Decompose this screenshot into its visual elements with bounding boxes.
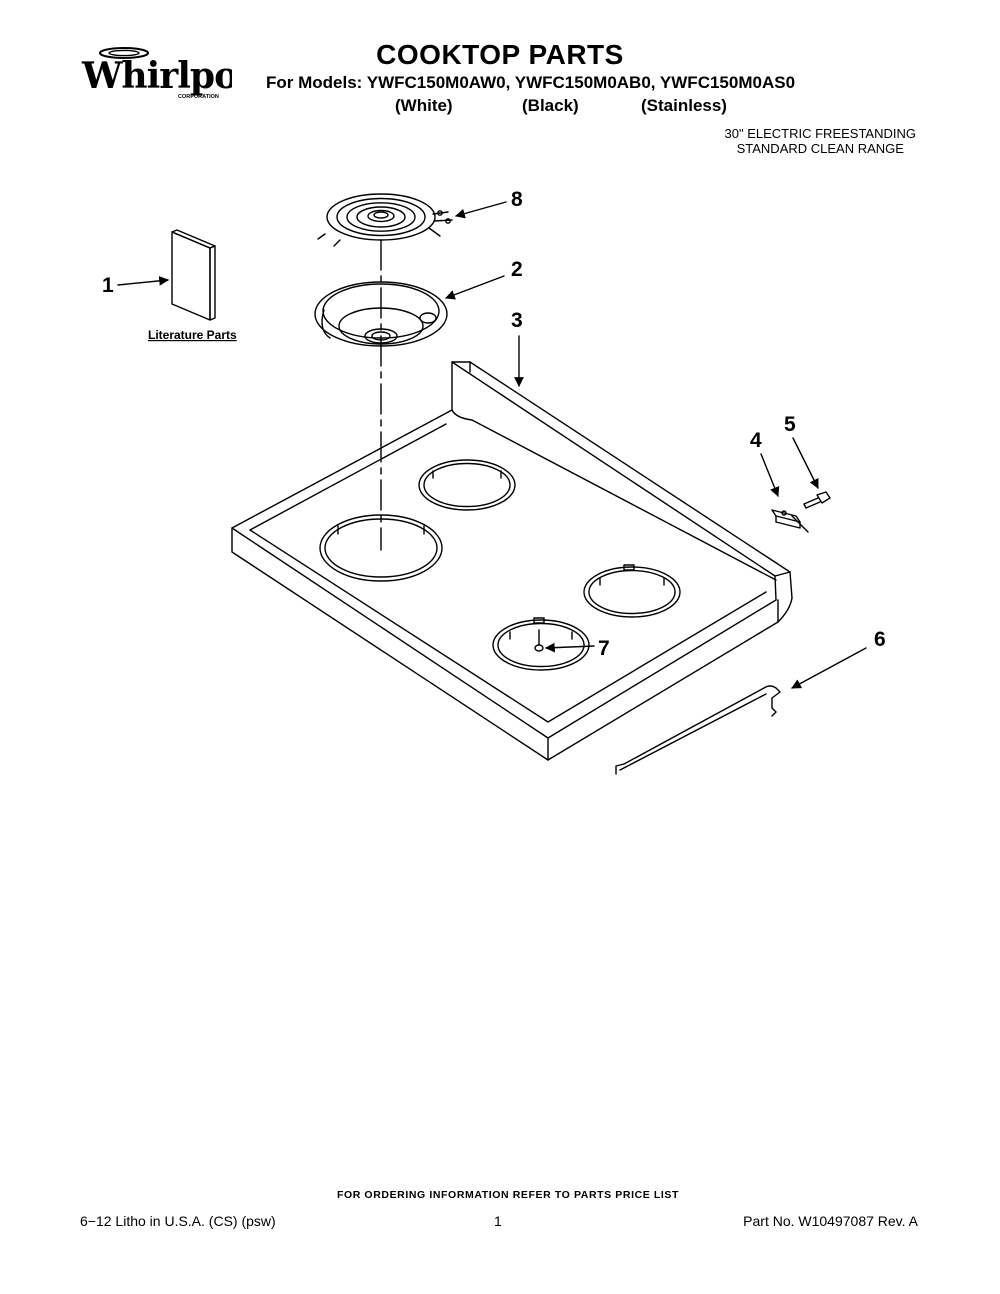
color-label-stainless: (Stainless)	[641, 96, 727, 115]
leader-2	[445, 275, 505, 300]
callout-1: 1	[102, 274, 114, 297]
range-type-line-2: STANDARD CLEAN RANGE	[736, 141, 904, 156]
callout-5: 5	[784, 413, 796, 436]
part-number: Part No. W10497087 Rev. A	[743, 1213, 918, 1229]
leader-5	[792, 437, 819, 489]
cooktop-panel	[231, 361, 793, 761]
callout-2: 2	[511, 258, 523, 281]
color-label-black: (Black)	[522, 96, 579, 115]
callout-4: 4	[750, 429, 762, 452]
burner-screw	[534, 629, 544, 652]
callout-8: 8	[511, 188, 523, 211]
literature-booklet	[171, 229, 216, 321]
leader-6	[791, 647, 867, 689]
brand-tagline: CORPORATION	[178, 94, 219, 100]
page-title: COOKTOP PARTS	[376, 39, 624, 70]
brand-wordmark: Whirlpool	[81, 55, 232, 97]
literature-parts-label: Literature Parts	[148, 328, 237, 342]
whirlpool-logo: Whirlpool CORPORATION	[81, 47, 232, 100]
range-type-line-1: 30" ELECTRIC FREESTANDING	[724, 126, 916, 141]
ordering-note: FOR ORDERING INFORMATION REFER TO PARTS …	[336, 1189, 680, 1201]
surface-element-coil	[317, 193, 453, 247]
leader-4	[760, 453, 780, 497]
leader-7	[545, 642, 595, 653]
hex-bolt	[803, 491, 831, 509]
color-label-white: (White)	[395, 96, 453, 115]
range-type: 30" ELECTRIC FREESTANDING STANDARD CLEAN…	[725, 126, 916, 156]
callout-3: 3	[511, 309, 523, 332]
callout-7: 7	[598, 637, 610, 660]
models-line: For Models: YWFC150M0AW0, YWFC150M0AB0, …	[266, 73, 796, 92]
callout-6: 6	[874, 628, 886, 651]
leader-1	[117, 276, 169, 286]
cooktop-support-rod	[615, 685, 781, 775]
leader-8	[455, 201, 507, 219]
page-number: 1	[494, 1213, 502, 1229]
litho-info: 6−12 Litho in U.S.A. (CS) (psw)	[80, 1213, 276, 1229]
anti-tip-bracket	[771, 509, 809, 533]
